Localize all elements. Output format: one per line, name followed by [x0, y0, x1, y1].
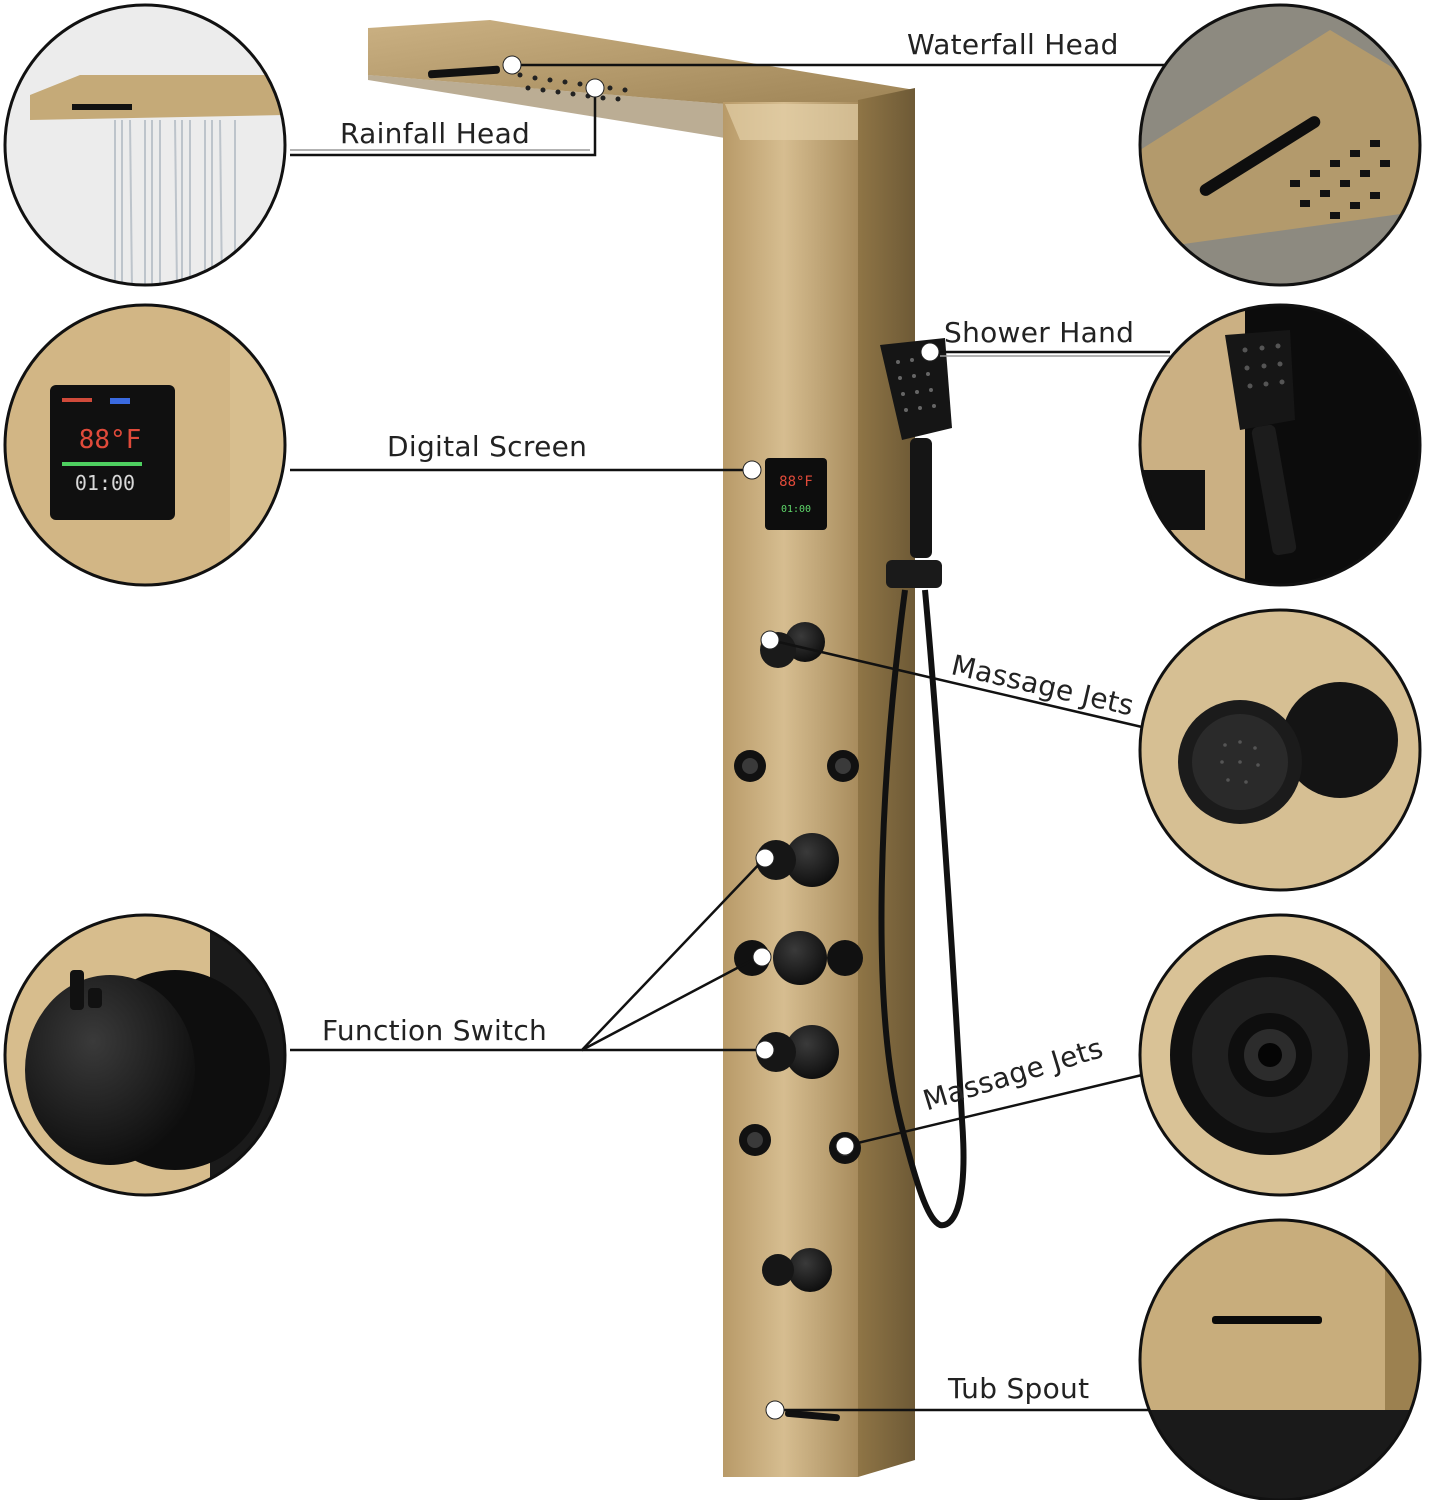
digital-display-icon: 88°F 01:00: [765, 458, 827, 530]
massage-jets-upper-callout-line: [769, 638, 1143, 729]
tub-spout-icon: [785, 1409, 840, 1422]
callout-dots: [502, 55, 940, 1420]
detail-function-switch: [3, 913, 287, 1197]
label-rainfall-head: Rainfall Head: [340, 117, 531, 150]
screen-timer: 01:00: [781, 504, 811, 515]
detail-tub-spout: [1138, 1218, 1422, 1500]
label-waterfall-head: Waterfall Head: [907, 28, 1119, 61]
detail-waterfall-head: [1138, 3, 1422, 287]
function-knob-icon: [734, 833, 863, 1079]
panel-column: [723, 102, 858, 1477]
label-function-switch: Function Switch: [322, 1014, 548, 1047]
screen-temperature: 88°F: [779, 474, 813, 490]
detail-rainfall-head: [3, 3, 287, 287]
callout-lines: [290, 63, 1170, 1412]
massage-jets-lower-callout-line: [844, 1073, 1143, 1148]
detail-body-jet: [1138, 913, 1422, 1197]
detail-digital-screen: 88°F 01:00: [3, 303, 287, 587]
shower-panel: 88°F 01:00: [368, 20, 915, 1477]
label-tub-spout: Tub Spout: [948, 1372, 1090, 1405]
body-jets-upper: [734, 750, 859, 782]
label-digital-screen: Digital Screen: [387, 430, 588, 463]
detail-shower-hand: [1138, 303, 1422, 587]
detail-screen-temperature: 88°F: [79, 425, 142, 455]
label-shower-hand: Shower Hand: [944, 316, 1135, 349]
rainfall-callout-line: [290, 88, 597, 157]
waterfall-icon: [428, 65, 500, 79]
detail-massage-jet: [1138, 608, 1422, 892]
detail-screen-timer: 01:00: [75, 471, 135, 495]
hand-shower-icon: [878, 338, 967, 1229]
panel-top-head: [368, 20, 915, 104]
